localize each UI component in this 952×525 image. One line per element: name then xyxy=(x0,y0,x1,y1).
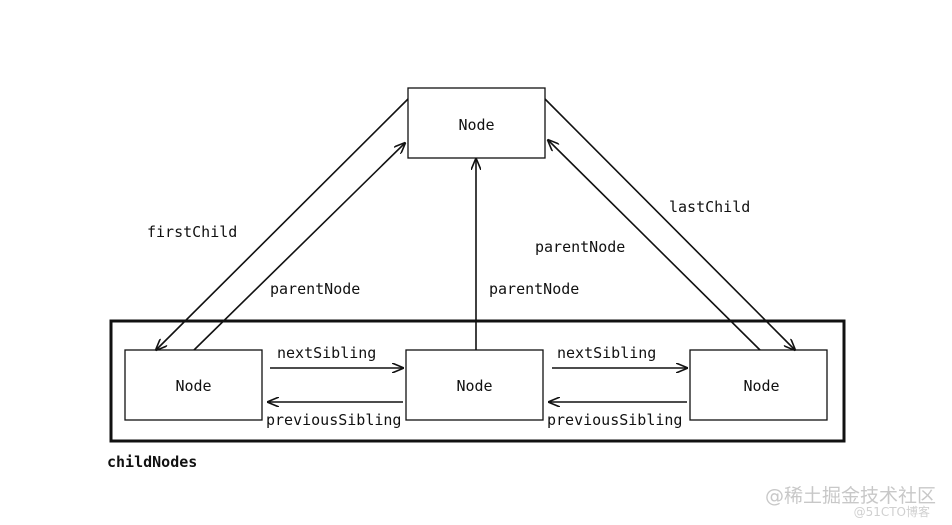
parent-node: Node xyxy=(407,87,546,159)
childnodes-label: childNodes xyxy=(107,453,197,471)
first-child-arrow xyxy=(156,98,409,350)
child-node-first-box xyxy=(124,349,263,421)
next-sibling-label-1: nextSibling xyxy=(277,344,376,362)
child-node-last-label: Node xyxy=(743,377,779,395)
parent-node-label: Node xyxy=(458,116,494,134)
child-node-first: Node xyxy=(124,349,263,421)
child-node-middle-label: Node xyxy=(456,377,492,395)
first-child-label: firstChild xyxy=(147,223,237,241)
child-node-middle-box xyxy=(405,349,544,421)
child-node-first-label: Node xyxy=(175,377,211,395)
parent-node-arrow-left xyxy=(193,143,405,351)
watermark-sub: @51CTO博客 xyxy=(854,504,930,519)
child-node-last: Node xyxy=(689,349,828,421)
watermark-main: @稀土掘金技术社区 xyxy=(765,485,936,507)
parent-node-label-middle: parentNode xyxy=(489,280,579,298)
previous-sibling-label-2: previousSibling xyxy=(547,411,682,429)
child-node-last-box xyxy=(689,349,828,421)
child-node-middle: Node xyxy=(405,349,544,421)
parent-node-label-right: parentNode xyxy=(535,238,625,256)
next-sibling-label-2: nextSibling xyxy=(557,344,656,362)
last-child-label: lastChild xyxy=(669,198,750,216)
parent-node-arrow-right xyxy=(548,140,761,351)
last-child-arrow xyxy=(544,98,795,350)
previous-sibling-label-1: previousSibling xyxy=(266,411,401,429)
parent-node-label-left: parentNode xyxy=(270,280,360,298)
childnodes-container xyxy=(109,319,846,443)
